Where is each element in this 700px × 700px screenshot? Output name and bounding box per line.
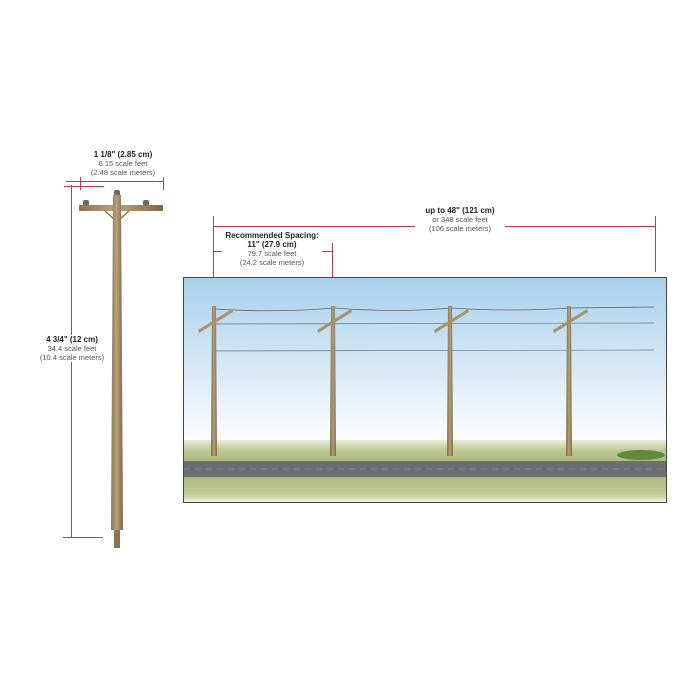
width-dimension-line bbox=[66, 181, 164, 183]
width-label: 1 1/8" (2.85 cm) 6.15 scale feet (2.48 s… bbox=[78, 150, 168, 177]
height-dimension-tick-bottom bbox=[63, 537, 103, 539]
total-span-tick-right bbox=[655, 216, 657, 272]
width-dimension-tick-left bbox=[80, 170, 82, 190]
height-dimension-tick-top bbox=[64, 186, 104, 188]
pole-illustration bbox=[79, 190, 163, 548]
spacing-tick-right bbox=[332, 243, 334, 306]
total-span-label: up to 48" (121 cm) or 348 scale feet (10… bbox=[415, 206, 505, 233]
width-dimension-tick-right bbox=[163, 170, 165, 190]
height-label: 4 3/4" (12 cm) 34.4 scale feet (10.4 sca… bbox=[30, 335, 114, 362]
spacing-label: Recommended Spacing: 11" (27.9 cm) 79.7 … bbox=[222, 231, 322, 267]
total-span-tick-left bbox=[213, 216, 215, 306]
scene-svg bbox=[184, 278, 666, 502]
scene-illustration bbox=[183, 277, 667, 503]
